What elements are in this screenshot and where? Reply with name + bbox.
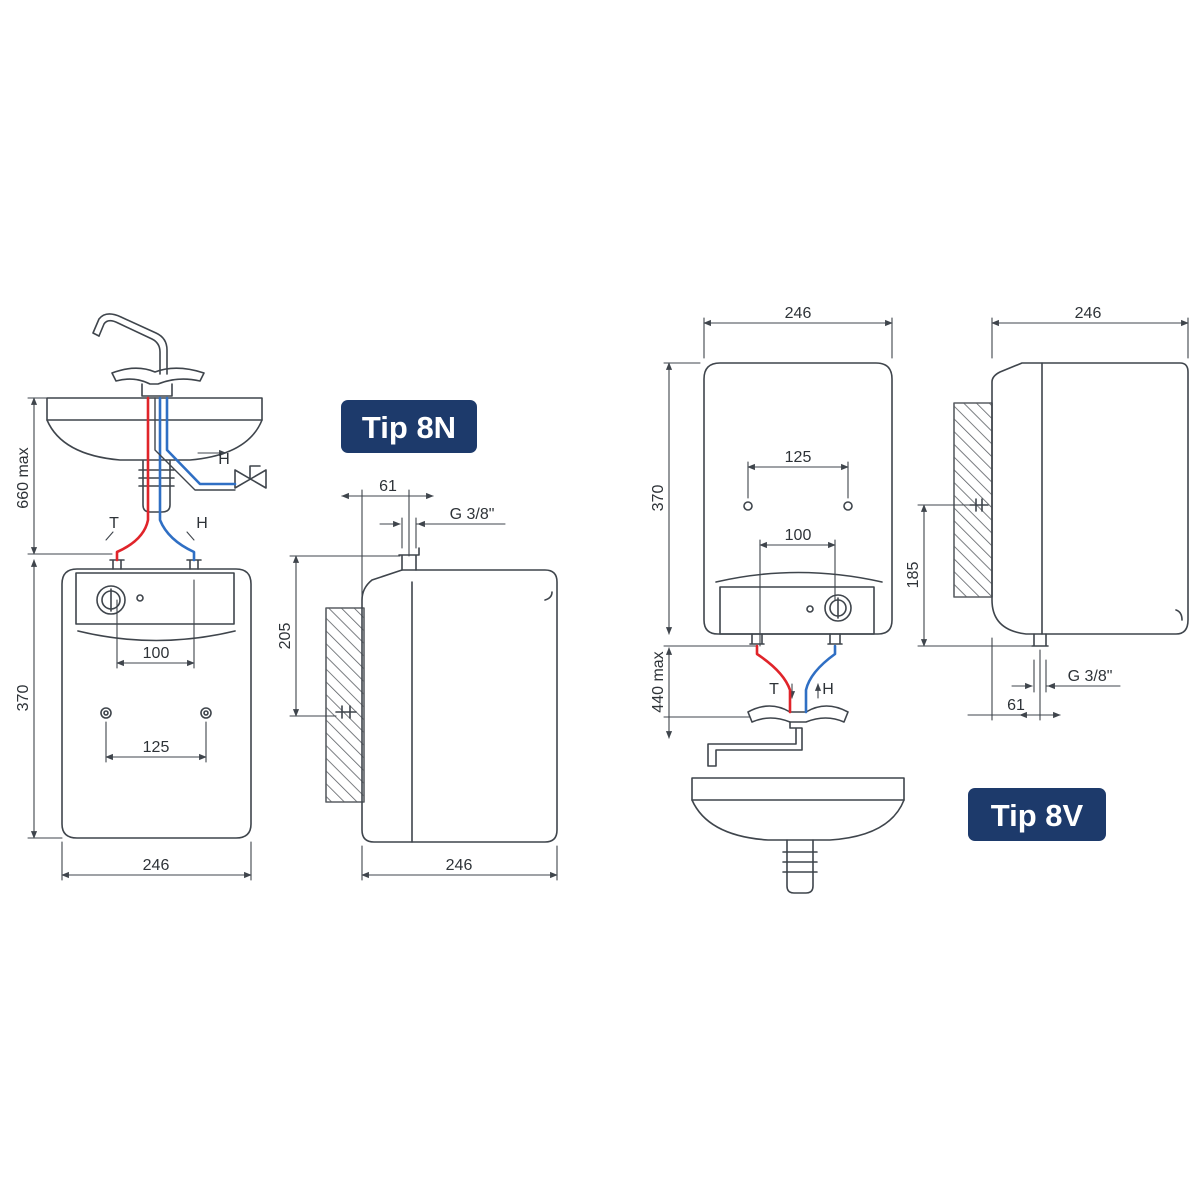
faucet-below-icon (707, 705, 849, 767)
dim-connection-spacing-8v: 100 (785, 527, 812, 544)
tip8v-side-view (917, 317, 1189, 721)
mount-point-right-icon (843, 501, 853, 511)
dim-width: 246 (143, 857, 170, 874)
dim-height-8v: 370 (650, 485, 667, 512)
label-cold-8v: H (822, 681, 834, 698)
dim-side-width: 246 (446, 857, 473, 874)
dim-height-max: 660 max (15, 447, 32, 508)
label-hot: T (109, 515, 119, 532)
dim-height-max-8v: 440 max (650, 651, 667, 712)
panel-curve (77, 630, 236, 642)
dim-mount-spacing-8v: 125 (785, 449, 812, 466)
thermostat-knob-icon (96, 585, 126, 615)
wall-hatch (325, 607, 365, 803)
thermostat-knob-icon (824, 594, 852, 622)
cold-inlet-nipple (186, 559, 202, 570)
dim-height: 370 (15, 685, 32, 712)
tip8v-front-view (663, 317, 905, 894)
dim-offset-8v: 61 (1007, 697, 1025, 714)
dim-mount-height-8v: 185 (905, 562, 922, 589)
dim-width-8v: 246 (785, 305, 812, 322)
tip8n-badge: Tip 8N (341, 400, 477, 453)
tip8v-badge: Tip 8V (968, 788, 1106, 841)
dim-mount-spacing: 125 (143, 739, 170, 756)
heater-side-body (361, 569, 558, 843)
tip8n-side-view (289, 489, 558, 881)
dim-thread-8v: G 3/8" (1068, 668, 1113, 685)
indicator-lamp (136, 594, 144, 602)
dim-side-width-8v: 246 (1075, 305, 1102, 322)
mount-point-left-icon (100, 707, 112, 719)
hot-outlet-nipple-8v (749, 633, 765, 645)
hot-water-pipe-8v (755, 644, 792, 714)
cold-water-pipe (158, 396, 196, 562)
control-panel-8v (719, 586, 875, 635)
label-valve-h: H (218, 451, 230, 468)
label-cold: H (196, 515, 208, 532)
angle-valve-icon (234, 465, 267, 489)
tip8v-side-dimensions (917, 317, 1189, 721)
heater-side-body-8v (991, 362, 1189, 635)
cold-water-pipe-8v (804, 644, 837, 714)
faucet-icon (92, 313, 205, 397)
side-hinge-8v (1175, 609, 1183, 621)
hot-water-pipe (115, 396, 150, 562)
mount-point-right-icon (200, 707, 212, 719)
tip8n-side-dimensions (289, 489, 558, 881)
tip8n-front-dimensions (27, 397, 252, 881)
dim-connection-spacing: 100 (143, 645, 170, 662)
wall-bracket-icon (335, 705, 357, 719)
dim-thread: G 3/8" (450, 506, 495, 523)
cold-inlet-nipple-8v (827, 633, 843, 645)
panel-curve-8v (715, 571, 883, 583)
dim-mount-height: 205 (277, 623, 294, 650)
supply-pipe-outline (154, 397, 236, 491)
tip8n-badge-label: Tip 8N (362, 410, 456, 445)
control-panel (75, 572, 235, 625)
tip8v-front-dimensions (663, 317, 893, 739)
wall-bracket-icon (969, 498, 989, 512)
side-nipple-8v (1031, 633, 1049, 647)
hot-outlet-nipple (109, 559, 125, 570)
heater-body (61, 568, 252, 839)
tip8v-badge-label: Tip 8V (991, 798, 1084, 833)
wall-hatch-8v (953, 402, 993, 598)
indicator-lamp-8v (806, 605, 814, 613)
dim-offset: 61 (379, 478, 397, 495)
heater-body-8v (703, 362, 893, 635)
label-hot-8v: T (769, 681, 779, 698)
sink-below-icon (691, 777, 905, 894)
side-hinge (544, 591, 553, 601)
mount-point-left-icon (743, 501, 753, 511)
cold-supply-pipe (165, 396, 237, 486)
